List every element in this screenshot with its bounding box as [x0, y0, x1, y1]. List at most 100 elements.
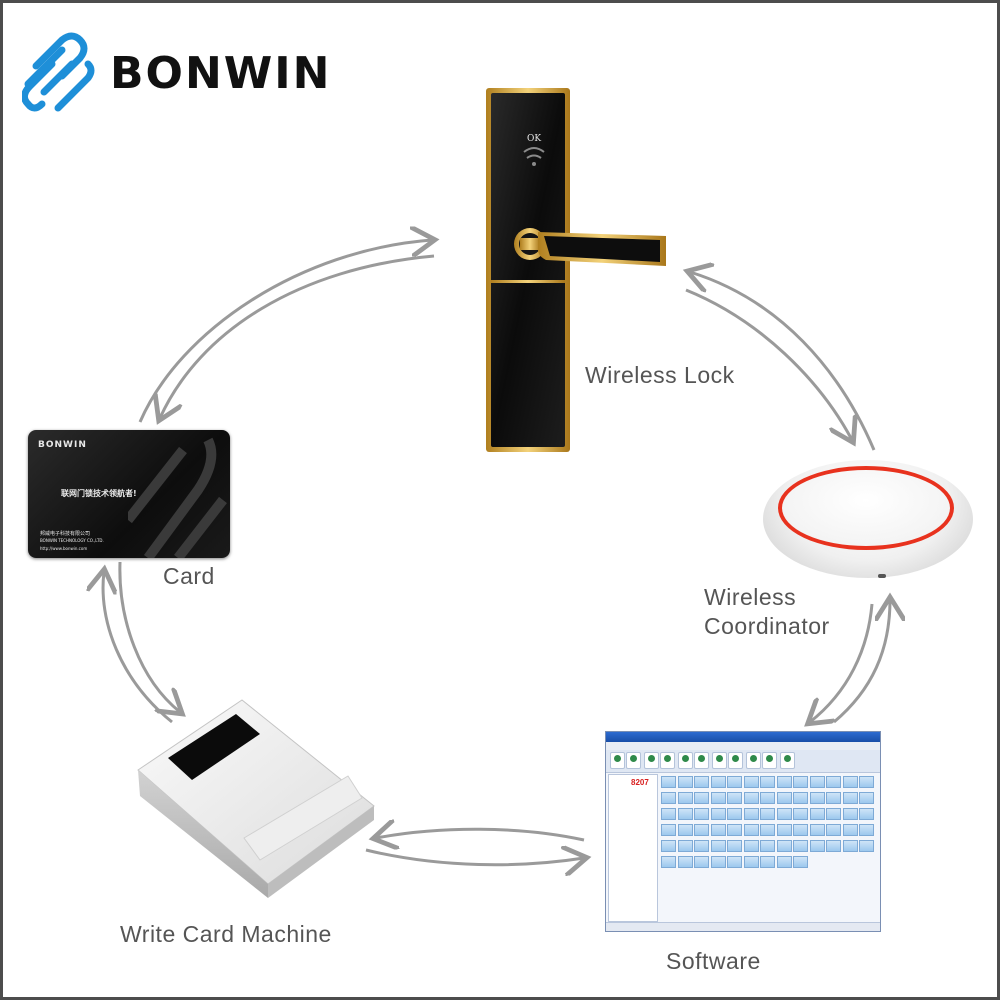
software-room-cell [727, 776, 742, 788]
software-toolbar [606, 750, 880, 773]
software-room-cell [727, 792, 742, 804]
software-room-cell [793, 808, 808, 820]
software-room-cell [776, 840, 792, 852]
software-room-cell [727, 824, 742, 836]
software-room-cell [661, 808, 676, 820]
software-room-cell [743, 776, 759, 788]
software-room-cell [776, 824, 792, 836]
software-room-cell [743, 840, 759, 852]
software-room-cell [809, 792, 825, 804]
software-titlebar [606, 732, 880, 742]
coordinator-port [878, 574, 886, 578]
software-room-cell [859, 808, 874, 820]
software-room-cell [710, 856, 726, 868]
write-card-machine-icon [137, 699, 375, 898]
software-room-cell [826, 808, 841, 820]
label-card: Card [163, 563, 215, 589]
rf-card: BONWIN 联网门锁技术领航者! 邦威电子科技有限公司 BONWIN TECH… [28, 430, 230, 558]
software-menubar [606, 742, 880, 750]
bonwin-logo-icon [22, 32, 95, 112]
software-room-cell [809, 824, 825, 836]
software-room-cell [661, 856, 676, 868]
software-room-cell [710, 792, 726, 804]
label-write-card-machine: Write Card Machine [120, 921, 332, 947]
software-room-cell [760, 824, 775, 836]
arrow-machine-to-card [103, 572, 173, 724]
software-room-number: 8207 [631, 778, 649, 787]
software-room-cell [859, 792, 874, 804]
arrow-lock-to-coordinator [685, 288, 852, 440]
wireless-lock-icon [486, 88, 666, 452]
card-company-cn: 邦威电子科技有限公司 [40, 531, 91, 537]
software-room-cell [826, 776, 841, 788]
software-room-cell [661, 776, 676, 788]
software-room-cell [710, 808, 726, 820]
card-brand: BONWIN [38, 440, 87, 450]
software-room-cell [793, 840, 808, 852]
software-room-cell [776, 792, 792, 804]
arrow-card-to-machine [118, 561, 180, 712]
software-room-cell [793, 776, 808, 788]
software-room-cell [694, 840, 709, 852]
software-room-cell [694, 808, 709, 820]
software-room-cell [743, 808, 759, 820]
software-room-cell [743, 856, 759, 868]
software-room-cell [727, 808, 742, 820]
software-room-cell [760, 840, 775, 852]
software-room-cell [793, 824, 808, 836]
software-room-cell [760, 792, 775, 804]
software-room-cell [809, 808, 825, 820]
brand-name: BONWIN [110, 48, 332, 99]
software-room-cell [760, 808, 775, 820]
software-room-cell [842, 792, 858, 804]
arrow-card-to-lock [138, 240, 432, 423]
arrow-software-to-coordinator [833, 600, 890, 724]
software-room-cell [677, 792, 693, 804]
software-room-cell [776, 808, 792, 820]
software-room-cell [661, 840, 676, 852]
label-wireless-coordinator-line1: Wireless [704, 584, 797, 610]
software-room-cell [694, 824, 709, 836]
software-room-cell [760, 776, 775, 788]
software-room-cell [776, 776, 792, 788]
software-room-cell [826, 840, 841, 852]
software-room-cell [661, 792, 676, 804]
software-room-cell [677, 840, 693, 852]
software-room-cell [826, 792, 841, 804]
software-room-cell [826, 824, 841, 836]
software-room-cell [694, 856, 709, 868]
lock-ok-indicator: OK [527, 134, 542, 144]
software-room-cell [694, 776, 709, 788]
arrow-machine-to-software [365, 850, 584, 865]
software-room-cell [842, 824, 858, 836]
software-room-cell [793, 856, 808, 868]
arrow-software-to-machine [376, 829, 585, 840]
software-room-cell [776, 856, 792, 868]
software-statusbar [606, 922, 880, 931]
card-slogan: 联网门锁技术领航者! [61, 489, 137, 498]
software-window: 8207 [605, 731, 881, 932]
card-pattern-icon [128, 437, 227, 558]
software-room-cell [710, 824, 726, 836]
card-website: http://www.bonwin.com [40, 546, 88, 551]
software-room-cell [859, 840, 874, 852]
software-room-cell [694, 792, 709, 804]
software-room-cell [743, 792, 759, 804]
software-room-cell [842, 776, 858, 788]
arrow-lock-to-card [160, 254, 435, 418]
software-room-cell [710, 840, 726, 852]
label-wireless-lock: Wireless Lock [585, 362, 735, 388]
arrow-coordinator-to-lock [690, 272, 876, 451]
software-room-cell [842, 840, 858, 852]
software-room-cell [677, 856, 693, 868]
software-room-cell [677, 776, 693, 788]
software-room-grid [661, 776, 880, 916]
software-room-panel: 8207 [608, 774, 658, 922]
software-room-cell [677, 808, 693, 820]
software-room-cell [677, 824, 693, 836]
software-room-cell [727, 856, 742, 868]
software-room-cell [842, 808, 858, 820]
label-wireless-coordinator-line2: Coordinator [704, 613, 830, 639]
